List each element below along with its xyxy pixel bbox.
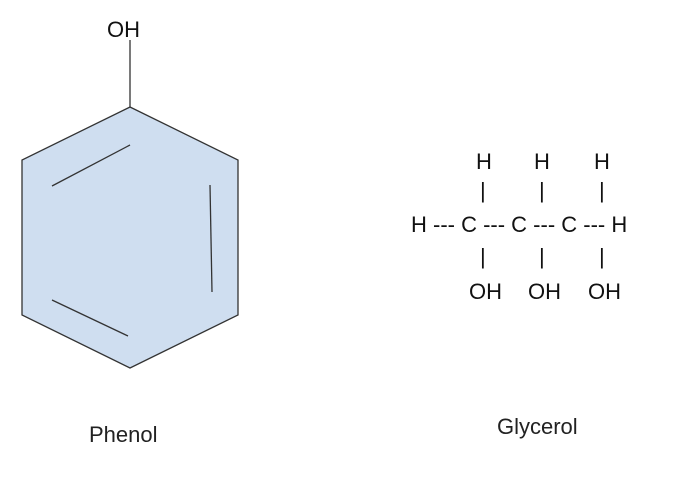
glycerol-bottom-bond-2: |: [539, 244, 545, 269]
ring-double-bond-upper-left: [51, 144, 131, 187]
glycerol-top-h-2: H: [534, 149, 550, 174]
glycerol-top-bond-3: |: [599, 178, 605, 203]
phenol-hydroxyl-label: OH: [107, 17, 140, 42]
ring-double-bond-lower-left: [51, 299, 129, 337]
glycerol-carbon-chain: H --- C --- C --- C --- H: [411, 212, 628, 237]
glycerol-caption: Glycerol: [497, 414, 578, 439]
phenol-caption: Phenol: [89, 422, 158, 447]
glycerol-hydroxyl-3: OH: [588, 279, 621, 304]
glycerol-top-h-3: H: [594, 149, 610, 174]
glycerol-hydroxyl-1: OH: [469, 279, 502, 304]
benzene-ring: [21, 106, 239, 369]
glycerol-bottom-bond-1: |: [480, 244, 486, 269]
glycerol-top-h-1: H: [476, 149, 492, 174]
glycerol-hydroxyl-2: OH: [528, 279, 561, 304]
ring-double-bond-right: [209, 184, 213, 293]
glycerol-bottom-bond-3: |: [599, 244, 605, 269]
glycerol-top-bond-1: |: [480, 178, 486, 203]
glycerol-top-bond-2: |: [539, 178, 545, 203]
